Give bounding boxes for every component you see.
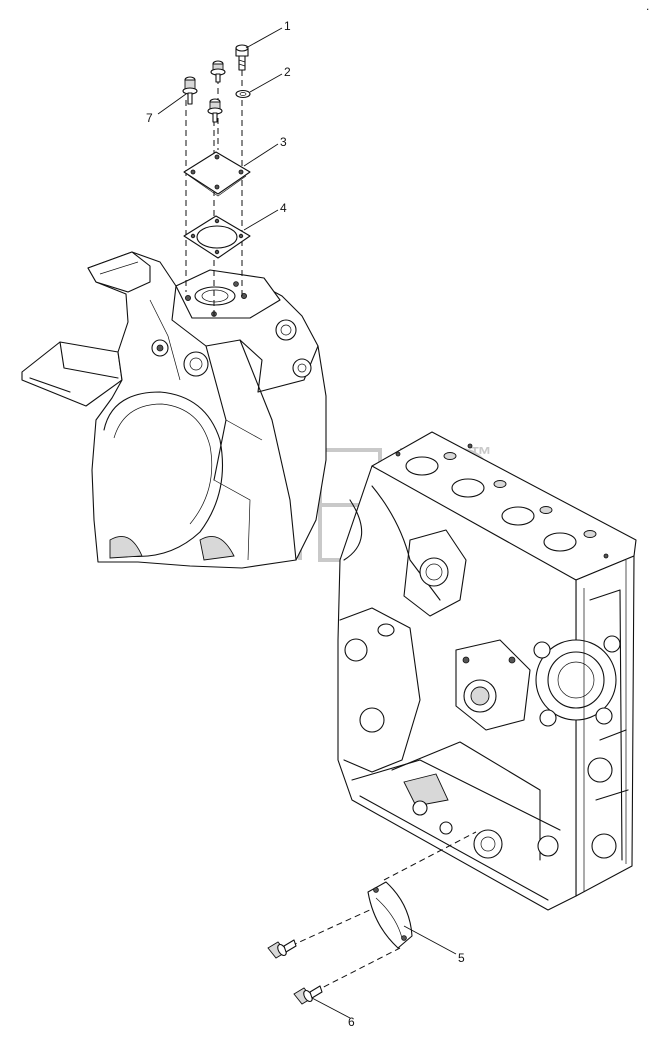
callout-3: 3	[280, 135, 287, 149]
callout-labels: 1 2 3 4 5 6 7	[146, 19, 465, 1029]
callout-6: 6	[348, 1015, 355, 1029]
callout-5: 5	[458, 951, 465, 965]
bolt-flanged-upper	[267, 939, 297, 959]
bolt-part-1	[235, 44, 249, 71]
flange-bolt-b	[207, 98, 223, 123]
leader-lines	[157, 27, 457, 1019]
callout-2: 2	[284, 65, 291, 79]
callout-1: 1	[284, 19, 291, 33]
flange-bolt-part-7	[182, 76, 198, 105]
cover-plate-part-5	[367, 881, 413, 949]
cover-plate-part-3	[183, 151, 251, 197]
callout-7: 7	[146, 111, 153, 125]
flywheel-housing	[21, 251, 327, 569]
engine-block	[337, 431, 637, 911]
callout-4: 4	[280, 201, 287, 215]
flange-bolt-a	[210, 60, 226, 83]
washer-part-2	[235, 89, 251, 99]
gasket-part-4	[183, 215, 251, 259]
corner-mark: .	[646, 0, 649, 13]
